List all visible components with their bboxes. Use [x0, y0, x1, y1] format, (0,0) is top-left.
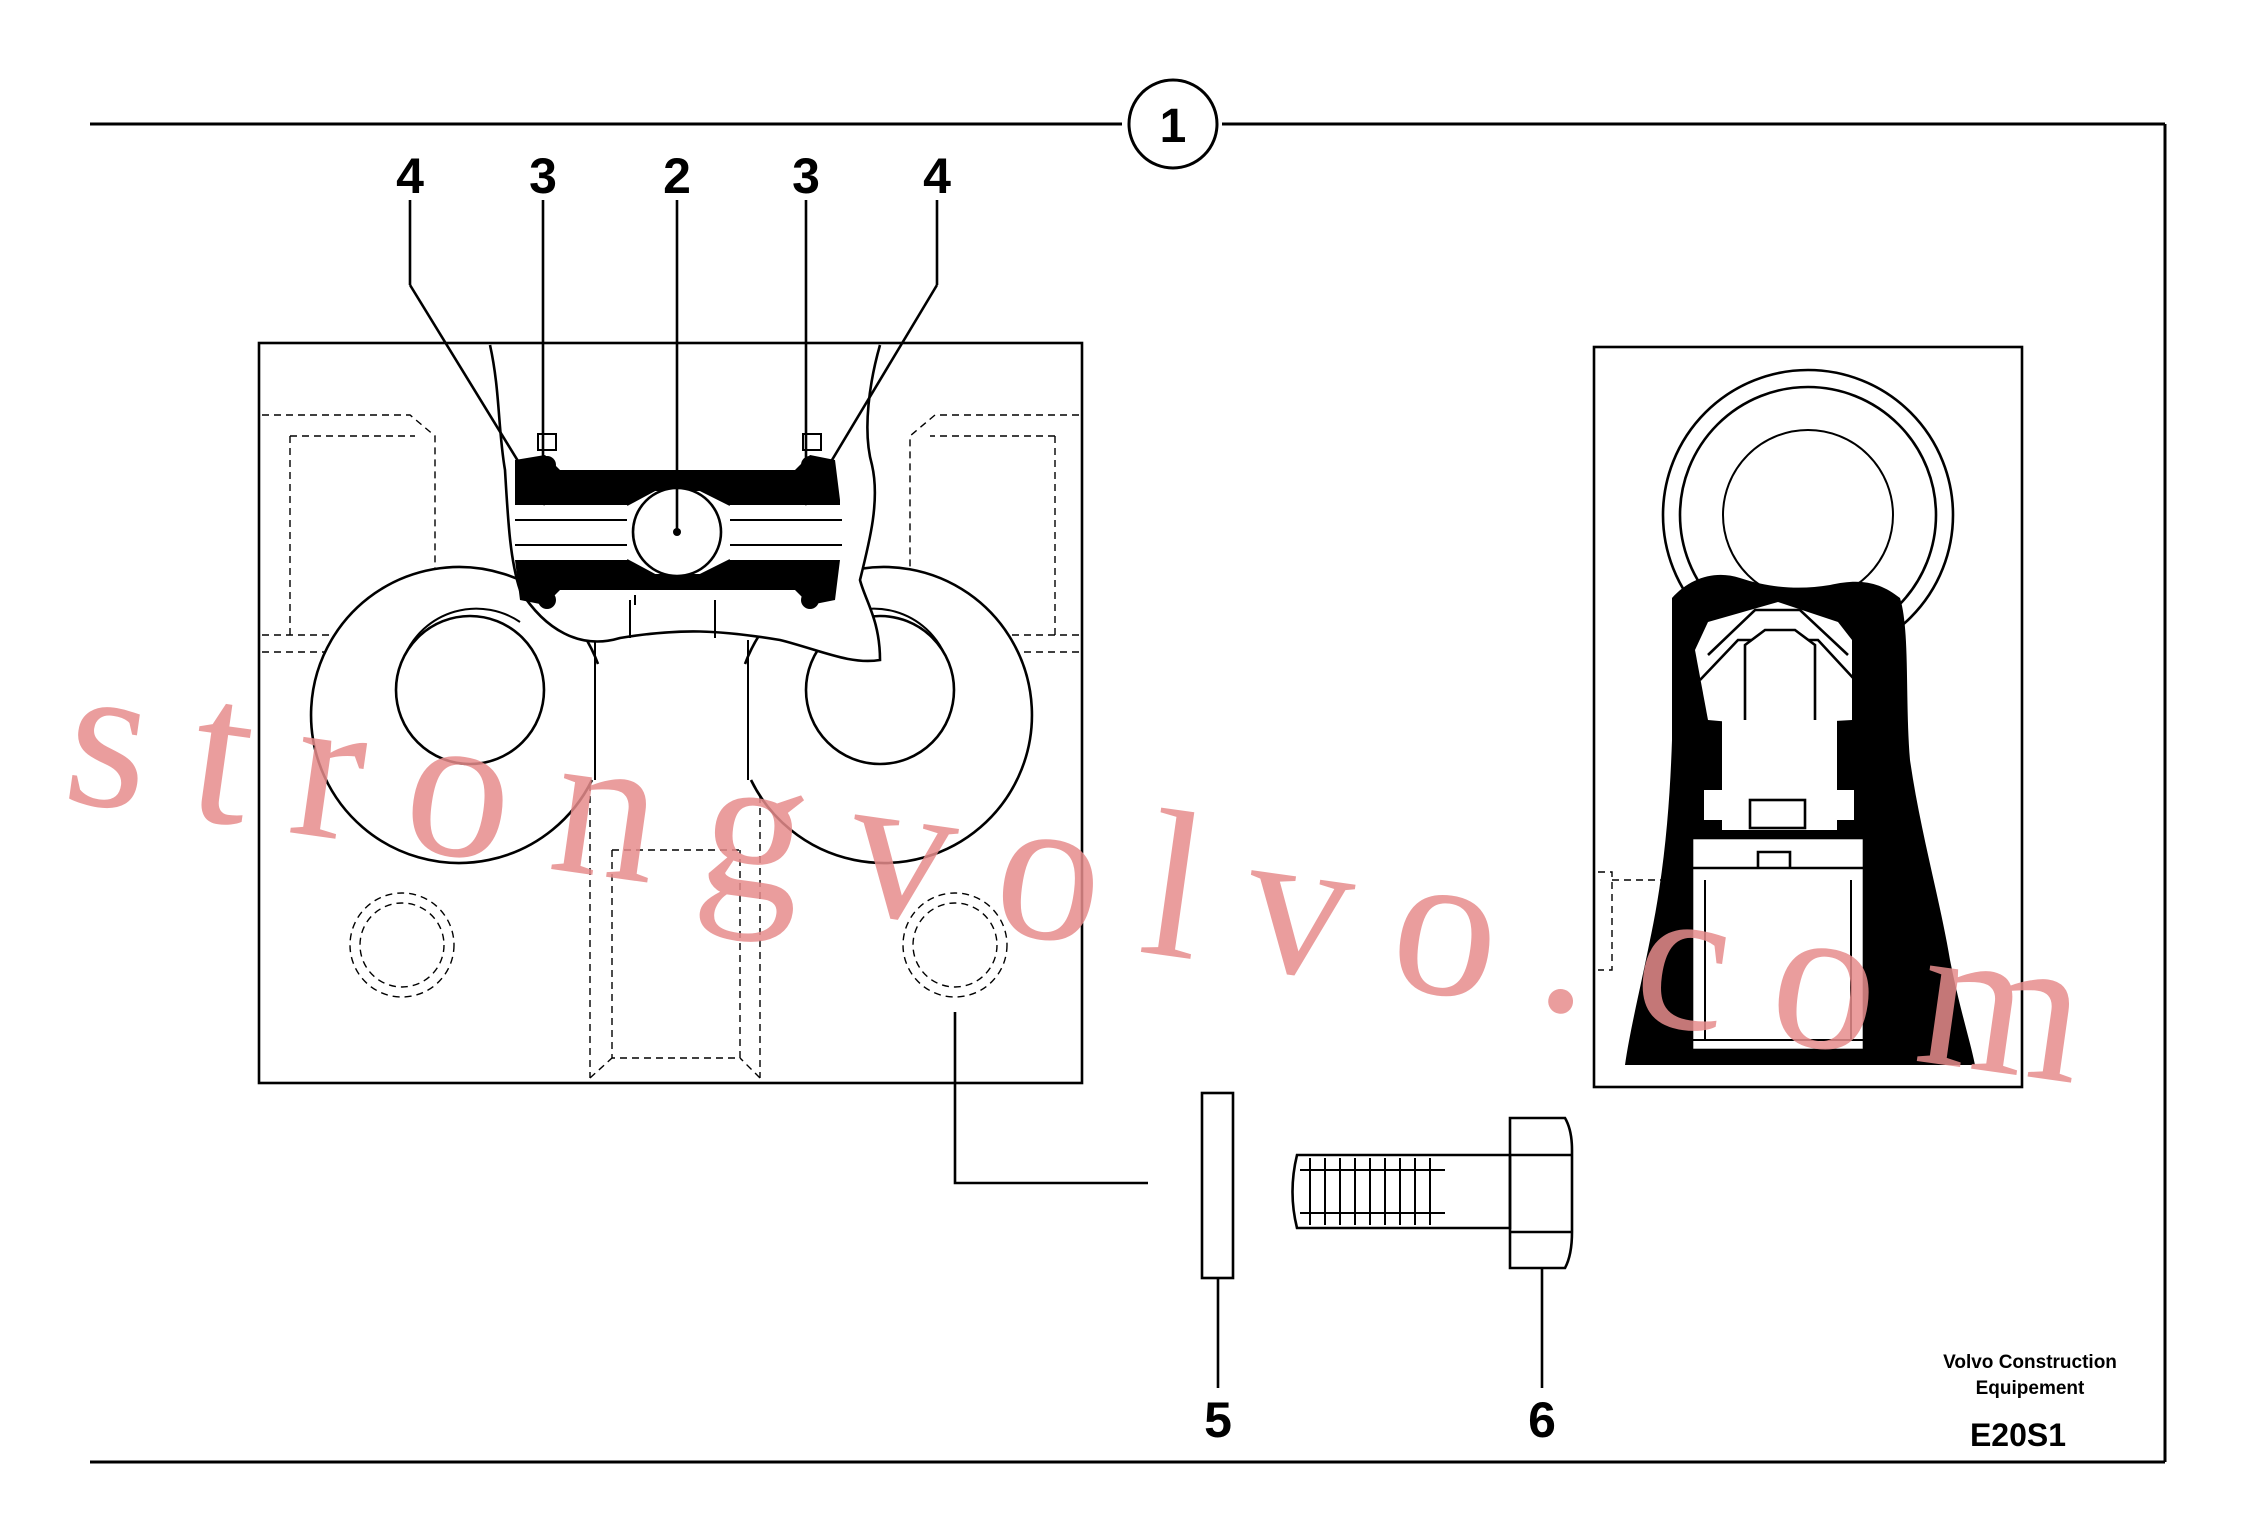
valve-block-left — [257, 341, 1084, 1085]
diagram-frame — [90, 122, 2167, 1464]
title-block: Volvo Construction Equipement E20S1 — [1943, 1352, 2117, 1453]
washer-part-5 — [1200, 1091, 1235, 1280]
callout-6: 6 — [1528, 1392, 1556, 1448]
bolt-part-6 — [1291, 1116, 1574, 1270]
callout-4-left: 4 — [396, 148, 424, 204]
callout-3-left: 3 — [529, 148, 557, 204]
drawing-code: E20S1 — [1970, 1417, 2066, 1453]
callout-4-right: 4 — [923, 148, 951, 204]
callout-3-right: 3 — [792, 148, 820, 204]
figure-number-badge: 1 — [1127, 78, 1219, 170]
spring — [1704, 720, 1854, 830]
hidden-passages — [262, 414, 1079, 1079]
callout-2: 2 — [663, 148, 691, 204]
valve-plug — [1690, 836, 1866, 1052]
callout-labels: 4 3 2 3 4 5 6 — [396, 148, 1556, 1448]
manufacturer-line-2: Equipement — [1976, 1378, 2085, 1399]
leader-lines — [408, 200, 1544, 1388]
callout-5: 5 — [1204, 1392, 1232, 1448]
check-valve-assembly — [515, 433, 842, 609]
figure-number: 1 — [1160, 100, 1187, 153]
port-left — [309, 565, 600, 865]
valve-block-right — [1592, 345, 2024, 1089]
manufacturer-line-1: Volvo Construction — [1943, 1352, 2117, 1373]
